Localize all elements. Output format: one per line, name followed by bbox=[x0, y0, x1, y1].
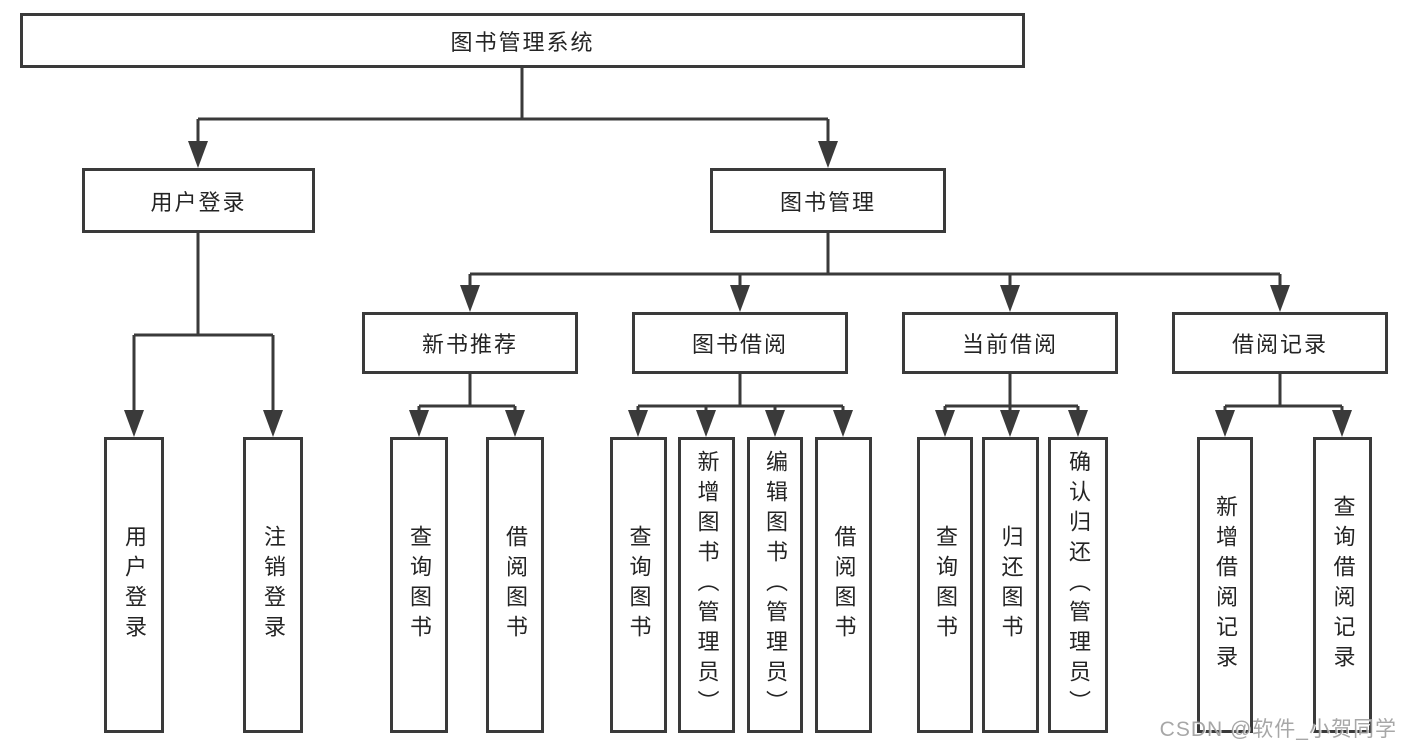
leaf-logout: 注销登录 bbox=[243, 437, 303, 733]
node-current-borrow: 当前借阅 bbox=[902, 312, 1118, 374]
node-user-login: 用户登录 bbox=[82, 168, 315, 233]
leaf-edit-book-admin: 编辑图书（管理员） bbox=[747, 437, 803, 733]
arrowheads bbox=[124, 141, 1352, 437]
leaf-add-book-admin: 新增图书（管理员） bbox=[678, 437, 735, 733]
leaf-confirm-return-admin: 确认归还（管理员） bbox=[1048, 437, 1108, 733]
leaf-query-borrow-record: 查询借阅记录 bbox=[1313, 437, 1372, 733]
leaf-query-book: 查询图书 bbox=[390, 437, 448, 733]
leaf-user-login: 用户登录 bbox=[104, 437, 164, 733]
csdn-watermark: CSDN @软件_小贺同学 bbox=[1159, 718, 1397, 741]
leaf-add-borrow-record: 新增借阅记录 bbox=[1197, 437, 1253, 733]
node-library-management-system: 图书管理系统 bbox=[20, 13, 1025, 68]
node-book-borrow: 图书借阅 bbox=[632, 312, 848, 374]
node-new-book-recommend: 新书推荐 bbox=[362, 312, 578, 374]
leaf-borrow-book: 借阅图书 bbox=[486, 437, 544, 733]
leaf-query-book: 查询图书 bbox=[917, 437, 973, 733]
leaf-return-book: 归还图书 bbox=[982, 437, 1039, 733]
node-book-management: 图书管理 bbox=[710, 168, 946, 233]
node-borrow-records: 借阅记录 bbox=[1172, 312, 1388, 374]
leaf-query-book: 查询图书 bbox=[610, 437, 667, 733]
leaf-borrow-book: 借阅图书 bbox=[815, 437, 872, 733]
